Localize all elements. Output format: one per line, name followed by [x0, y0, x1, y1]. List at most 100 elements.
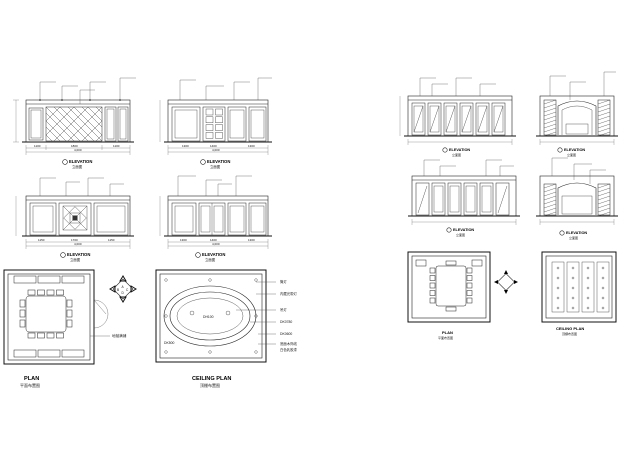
- hatch-line: [597, 187, 611, 193]
- grid-square: [215, 108, 223, 116]
- right-elevation-b-title: ELEVATION: [564, 148, 585, 152]
- panel-diagonal: [497, 185, 508, 214]
- downlight: [571, 306, 575, 310]
- diamond-line: [53, 106, 89, 142]
- dim-d-total: 4,000: [212, 242, 220, 246]
- chair: [19, 319, 26, 328]
- panel-inset: [481, 185, 492, 213]
- panel-inset: [445, 105, 456, 133]
- hatch-line: [543, 103, 557, 109]
- ceiling-leader-4: DK0780: [280, 320, 292, 324]
- chair: [429, 297, 436, 304]
- diamond-line: [59, 106, 95, 142]
- elevation-b: 1300 1400 1300 4,000 ELEVATION 立面图: [159, 77, 272, 169]
- panel-inset: [433, 185, 444, 213]
- panel-inset: [493, 105, 504, 133]
- grid-square: [205, 124, 214, 131]
- diamond-line: [81, 120, 103, 142]
- chair: [466, 267, 473, 274]
- chair: [66, 319, 73, 328]
- elevation-a-subtitle: 立面图: [72, 164, 83, 169]
- downlight: [208, 278, 212, 282]
- ceiling-bay: [566, 261, 580, 313]
- ceiling-plan-subtitle: 顶棚布置图: [200, 382, 220, 388]
- compass-c: C: [126, 288, 129, 292]
- plan-title: PLAN: [24, 376, 39, 382]
- hatch-line: [597, 207, 611, 213]
- hatch-line: [597, 115, 611, 121]
- compass-a: A: [122, 285, 125, 289]
- hatch-line: [597, 183, 611, 189]
- chair: [56, 289, 64, 296]
- downlight: [601, 266, 605, 270]
- chair: [445, 306, 457, 312]
- panel: [431, 182, 446, 216]
- hatch-line: [597, 111, 611, 117]
- panel-diagonal: [493, 105, 504, 133]
- ceiling-leader-5: DK0600: [280, 332, 292, 336]
- panel-diagonal: [429, 105, 440, 133]
- downlight: [164, 278, 168, 282]
- hatch-line: [543, 187, 557, 193]
- chair: [429, 282, 436, 289]
- dim-b-total: 4,000: [212, 148, 220, 152]
- downlight: [571, 286, 575, 290]
- downlight: [571, 296, 575, 300]
- hatch-line: [543, 119, 557, 125]
- diamond-line: [45, 120, 67, 142]
- panel: [479, 182, 494, 216]
- hatch-line: [543, 99, 557, 105]
- downlight: [601, 276, 605, 280]
- hatch-line: [597, 199, 611, 205]
- chair: [466, 275, 473, 281]
- right-ceiling-subtitle: 顶棚布置图: [562, 331, 577, 336]
- downlight: [164, 350, 168, 354]
- downlight: [586, 306, 590, 310]
- chair: [429, 290, 436, 296]
- hatch-line: [543, 107, 557, 113]
- hatch-line: [543, 115, 557, 121]
- dim-a3: 1100: [113, 144, 120, 148]
- right-elevation-c-title: ELEVATION: [453, 228, 474, 232]
- hatch-line: [543, 199, 557, 205]
- compass-d: D: [122, 291, 125, 295]
- hatch-line: [597, 103, 611, 109]
- hatch-line: [597, 211, 611, 217]
- dim-c2: 1700: [71, 238, 78, 242]
- ceiling-center-label: DH100: [203, 315, 214, 319]
- dim-c3: 1150: [108, 238, 115, 242]
- elevation-c: 1150 1700 1150 4,000 ELEVATION 立面图: [15, 177, 134, 262]
- chair: [429, 275, 436, 281]
- right-ceiling-title: CEILING PLAN: [556, 326, 584, 331]
- hatch-line: [543, 211, 557, 217]
- hatch-line: [597, 119, 611, 125]
- right-elevation-a-title: ELEVATION: [449, 148, 470, 152]
- hatch-line: [597, 127, 611, 133]
- downlight: [586, 266, 590, 270]
- right-ceiling-plan: CEILING PLAN 顶棚布置图: [541, 251, 617, 336]
- ornament: [69, 212, 81, 224]
- dim-c-total: 4,000: [74, 242, 82, 246]
- elevation-d: 1300 1400 1300 4,000 ELEVATION 立面图: [159, 175, 272, 262]
- hatch-line: [543, 123, 557, 129]
- panel-diagonal: [417, 185, 428, 214]
- right-elevation-c: ELEVATION 立面图: [408, 159, 520, 237]
- elevation-b-subtitle: 立面图: [210, 164, 221, 169]
- dim-a2: 1800: [71, 144, 78, 148]
- grid-square: [215, 132, 223, 139]
- ceiling-leader-7: 白色乳胶漆: [280, 347, 298, 352]
- hatch-line: [597, 99, 611, 105]
- chair: [466, 297, 473, 304]
- ceiling-left-label: DK500: [164, 341, 174, 345]
- panel-diagonal: [445, 105, 456, 133]
- panel: [463, 182, 478, 216]
- right-elevation-d: ELEVATION 立面图: [536, 157, 618, 240]
- downlight: [601, 296, 605, 300]
- chair: [66, 299, 73, 308]
- right-floor-plan: PLAN 平面布置图: [407, 251, 491, 340]
- dim-b1: 1300: [182, 144, 189, 148]
- right-elevation-a-subtitle: 立面图: [452, 152, 461, 157]
- dim-d1: 1300: [180, 238, 187, 242]
- downlight: [254, 314, 258, 318]
